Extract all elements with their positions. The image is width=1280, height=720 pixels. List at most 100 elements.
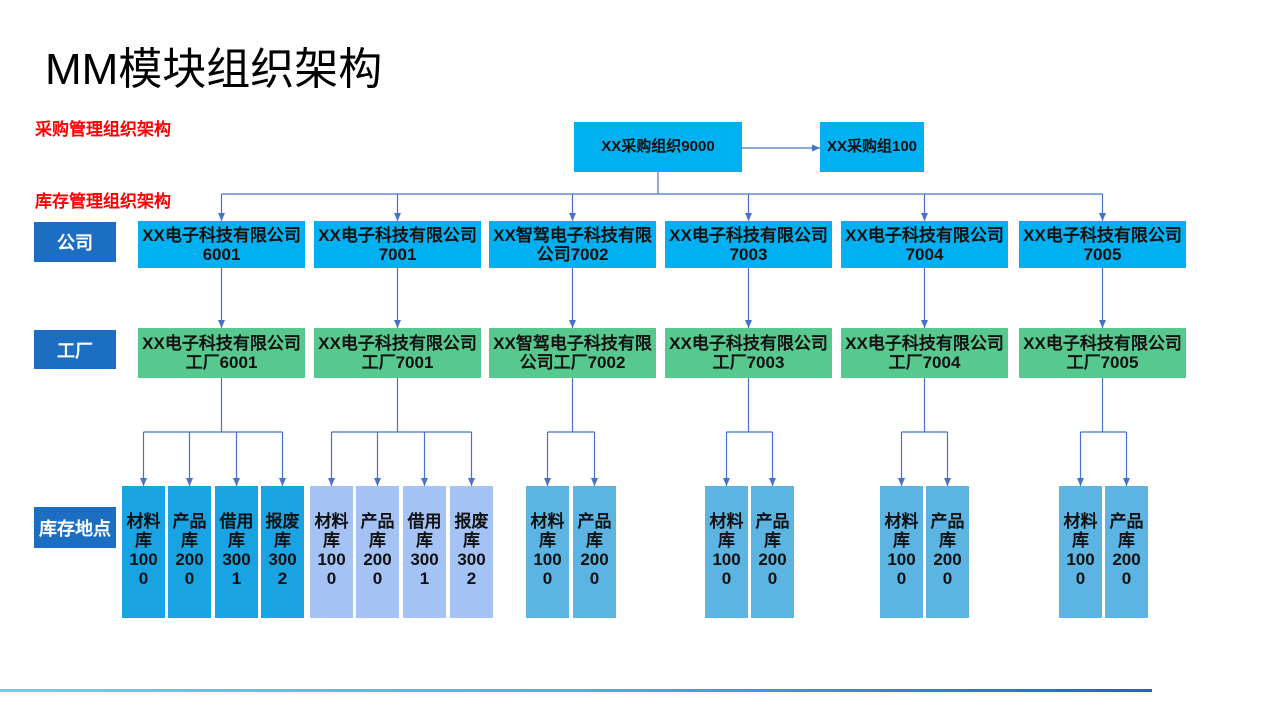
- storage-label-line: 库: [718, 531, 735, 550]
- storage-location-box: 材料 库 100 0: [1059, 486, 1102, 618]
- storage-label-line: 0: [138, 569, 149, 588]
- storage-label-line: 100: [317, 550, 346, 569]
- plant-box-7001: XX电子科技有限公司 工厂7001: [314, 328, 481, 378]
- storage-label-line: 产品: [577, 512, 612, 531]
- plant-label-line: 公司工厂7002: [519, 353, 626, 372]
- storage-label-line: 借用: [219, 512, 254, 531]
- company-label-line: XX电子科技有限公司: [1023, 225, 1182, 245]
- storage-location-box: 产品 库 200 0: [356, 486, 399, 618]
- storage-label-line: 300: [457, 550, 486, 569]
- purchasing-org-box: XX采购组织9000: [574, 122, 742, 172]
- storage-label-line: 库: [764, 531, 781, 550]
- storage-label-line: 库: [274, 531, 291, 550]
- storage-label-line: 库: [416, 531, 433, 550]
- plant-label-line: XX电子科技有限公司: [318, 334, 477, 353]
- storage-label-line: 借用: [407, 512, 442, 531]
- storage-location-box: 产品 库 200 0: [168, 486, 211, 618]
- storage-label-line: 100: [1066, 550, 1095, 569]
- storage-label-line: 库: [228, 531, 245, 550]
- storage-label-line: 0: [589, 569, 600, 588]
- storage-location-box: 借用 库 300 1: [215, 486, 258, 618]
- company-label-line: XX电子科技有限公司: [142, 225, 301, 245]
- section-label-inventory: 库存管理组织架构: [35, 192, 171, 211]
- level-label-plant: 工厂: [34, 330, 116, 369]
- level-label-storage-location: 库存地点: [34, 507, 116, 548]
- plant-label-line: 工厂7005: [1066, 353, 1139, 372]
- plant-box-7003: XX电子科技有限公司 工厂7003: [665, 328, 832, 378]
- storage-label-line: 报废: [265, 512, 300, 531]
- storage-label-line: 100: [712, 550, 741, 569]
- storage-label-line: 1: [419, 569, 430, 588]
- storage-location-box: 产品 库 200 0: [573, 486, 616, 618]
- company-box-7004: XX电子科技有限公司 7004: [841, 221, 1008, 268]
- company-label-line: 7005: [1083, 244, 1122, 264]
- storage-label-line: 100: [129, 550, 158, 569]
- storage-label-line: 材料: [709, 512, 744, 531]
- storage-location-box: 产品 库 200 0: [751, 486, 794, 618]
- company-label-line: XX电子科技有限公司: [669, 225, 828, 245]
- storage-location-box: 报废 库 300 2: [261, 486, 304, 618]
- plant-label-line: XX智驾电子科技有限: [493, 334, 652, 353]
- storage-label-line: 100: [887, 550, 916, 569]
- storage-label-line: 库: [893, 531, 910, 550]
- plant-box-7005: XX电子科技有限公司 工厂7005: [1019, 328, 1186, 378]
- storage-label-line: 库: [1118, 531, 1135, 550]
- plant-label-line: 工厂7001: [361, 353, 434, 372]
- plant-label-line: XX电子科技有限公司: [845, 334, 1004, 353]
- company-box-7002: XX智驾电子科技有限 公司7002: [489, 221, 656, 268]
- storage-label-line: 300: [222, 550, 251, 569]
- company-label-line: XX电子科技有限公司: [318, 225, 477, 245]
- storage-location-box: 产品 库 200 0: [1105, 486, 1148, 618]
- storage-label-line: 产品: [172, 512, 207, 531]
- storage-location-box: 材料 库 100 0: [122, 486, 165, 618]
- storage-label-line: 库: [539, 531, 556, 550]
- storage-label-line: 0: [1075, 569, 1086, 588]
- storage-label-line: 2: [277, 569, 288, 588]
- purchasing-group-box: XX采购组100: [820, 122, 924, 172]
- storage-label-line: 0: [721, 569, 732, 588]
- storage-location-box: 材料 库 100 0: [880, 486, 923, 618]
- storage-label-line: 0: [1121, 569, 1132, 588]
- level-label-company: 公司: [34, 222, 116, 262]
- storage-label-line: 0: [942, 569, 953, 588]
- company-label-line: 7001: [378, 244, 417, 264]
- company-box-7003: XX电子科技有限公司 7003: [665, 221, 832, 268]
- section-label-purchasing: 采购管理组织架构: [35, 120, 171, 139]
- storage-label-line: 材料: [530, 512, 565, 531]
- storage-label-line: 0: [372, 569, 383, 588]
- plant-label-line: XX电子科技有限公司: [669, 334, 828, 353]
- storage-label-line: 200: [175, 550, 204, 569]
- storage-label-line: 产品: [360, 512, 395, 531]
- purchasing-group-label: XX采购组100: [826, 138, 918, 155]
- storage-label-line: 产品: [930, 512, 965, 531]
- storage-location-box: 材料 库 100 0: [526, 486, 569, 618]
- plant-box-7002: XX智驾电子科技有限 公司工厂7002: [489, 328, 656, 378]
- storage-label-line: 产品: [755, 512, 790, 531]
- plant-box-7004: XX电子科技有限公司 工厂7004: [841, 328, 1008, 378]
- storage-label-line: 2: [466, 569, 477, 588]
- storage-label-line: 200: [933, 550, 962, 569]
- storage-label-line: 300: [268, 550, 297, 569]
- storage-location-box: 材料 库 100 0: [310, 486, 353, 618]
- storage-location-box: 报废 库 300 2: [450, 486, 493, 618]
- plant-label-line: 工厂6001: [185, 353, 258, 372]
- company-label-line: XX电子科技有限公司: [845, 225, 1004, 245]
- company-label-line: XX智驾电子科技有限: [493, 225, 652, 245]
- storage-label-line: 200: [1112, 550, 1141, 569]
- storage-location-box: 借用 库 300 1: [403, 486, 446, 618]
- storage-label-line: 0: [326, 569, 337, 588]
- plant-label-line: XX电子科技有限公司: [142, 334, 301, 353]
- storage-label-line: 报废: [454, 512, 489, 531]
- plant-label-line: 工厂7003: [712, 353, 785, 372]
- plant-label-line: 工厂7004: [888, 353, 961, 372]
- storage-label-line: 库: [181, 531, 198, 550]
- company-box-6001: XX电子科技有限公司 6001: [138, 221, 305, 268]
- company-label-line: 6001: [202, 244, 241, 264]
- storage-label-line: 库: [939, 531, 956, 550]
- storage-label-line: 0: [896, 569, 907, 588]
- storage-location-box: 材料 库 100 0: [705, 486, 748, 618]
- company-box-7001: XX电子科技有限公司 7001: [314, 221, 481, 268]
- storage-label-line: 库: [463, 531, 480, 550]
- storage-label-line: 0: [542, 569, 553, 588]
